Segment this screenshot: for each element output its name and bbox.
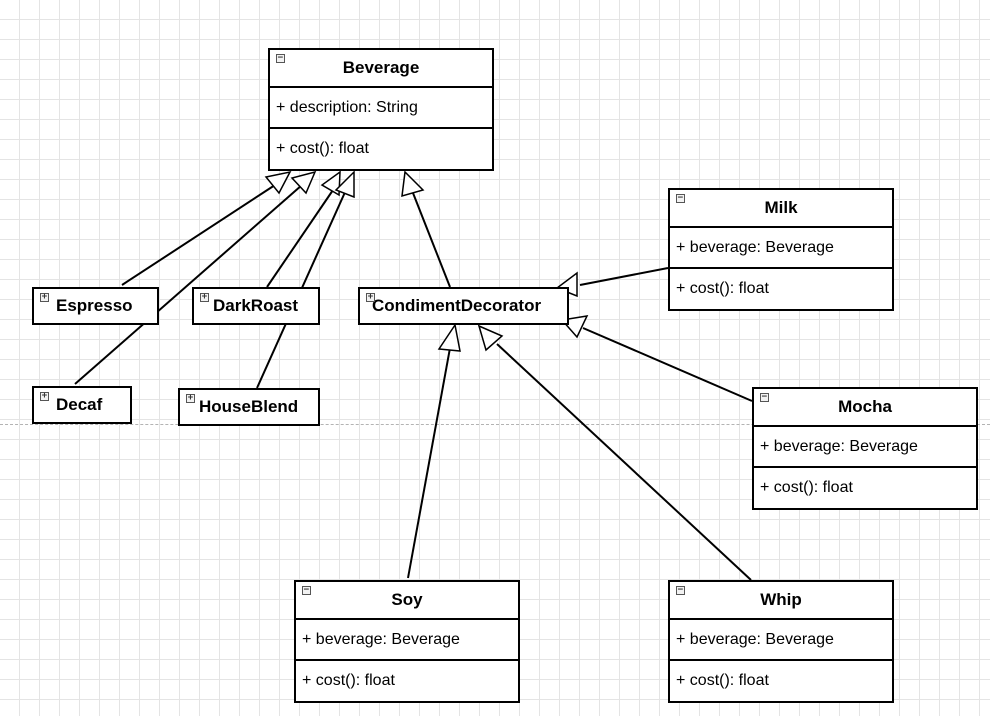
collapse-toggle-icon[interactable]: − bbox=[676, 585, 685, 595]
class-header[interactable]: − Mocha bbox=[754, 389, 976, 427]
generalization-darkroast[interactable] bbox=[266, 189, 334, 288]
collapse-toggle-icon[interactable]: − bbox=[760, 392, 769, 402]
inheritance-arrowhead bbox=[290, 170, 317, 195]
expand-toggle-icon[interactable]: + bbox=[366, 292, 375, 302]
attribute-row[interactable]: + beverage: Beverage bbox=[296, 620, 518, 661]
class-mocha[interactable]: − Mocha + beverage: Beverage + cost(): f… bbox=[752, 387, 978, 510]
generalization-milk[interactable] bbox=[579, 267, 669, 286]
class-name: Espresso bbox=[56, 296, 133, 315]
expand-toggle-icon[interactable]: + bbox=[40, 292, 49, 302]
attribute-row[interactable]: + description: String bbox=[270, 88, 492, 129]
class-header[interactable]: − Milk bbox=[670, 190, 892, 228]
class-beverage[interactable]: − Beverage + description: String + cost(… bbox=[268, 48, 494, 171]
class-header[interactable]: − Whip bbox=[670, 582, 892, 620]
inheritance-arrowhead bbox=[320, 170, 341, 197]
inheritance-arrowhead bbox=[437, 323, 461, 352]
class-milk[interactable]: − Milk + beverage: Beverage + cost(): fl… bbox=[668, 188, 894, 311]
method-row[interactable]: + cost(): float bbox=[276, 140, 369, 157]
expand-toggle-icon[interactable]: + bbox=[40, 391, 49, 401]
generalization-decaf[interactable] bbox=[74, 184, 303, 385]
class-condimentdecorator[interactable]: + CondimentDecorator bbox=[358, 287, 569, 325]
inheritance-arrowhead bbox=[334, 170, 355, 199]
generalization-mocha[interactable] bbox=[582, 327, 753, 402]
collapse-toggle-icon[interactable]: − bbox=[276, 53, 285, 63]
class-header[interactable]: − Soy bbox=[296, 582, 518, 620]
collapse-toggle-icon[interactable]: − bbox=[676, 193, 685, 203]
class-name: HouseBlend bbox=[199, 397, 299, 416]
class-soy[interactable]: − Soy + beverage: Beverage + cost(): flo… bbox=[294, 580, 520, 703]
class-name: Soy bbox=[391, 590, 423, 609]
method-row[interactable]: + cost(): float bbox=[302, 672, 395, 689]
inheritance-arrowhead bbox=[477, 324, 504, 352]
inheritance-arrowhead bbox=[264, 170, 292, 195]
method-row[interactable]: + cost(): float bbox=[676, 280, 769, 297]
class-houseblend[interactable]: + HouseBlend bbox=[178, 388, 320, 426]
class-name: DarkRoast bbox=[213, 296, 299, 315]
class-name: Decaf bbox=[56, 395, 103, 414]
generalization-condimentdecorator[interactable] bbox=[412, 192, 451, 288]
generalization-whip[interactable] bbox=[496, 343, 752, 581]
class-name: Beverage bbox=[342, 58, 420, 77]
generalization-espresso[interactable] bbox=[121, 184, 276, 286]
attribute-row[interactable]: + beverage: Beverage bbox=[670, 228, 892, 269]
class-name: Mocha bbox=[838, 397, 892, 416]
expand-toggle-icon[interactable]: + bbox=[186, 393, 195, 403]
inheritance-arrowhead bbox=[401, 170, 425, 198]
class-decaf[interactable]: + Decaf bbox=[32, 386, 132, 424]
generalization-soy[interactable] bbox=[407, 347, 451, 579]
class-espresso[interactable]: + Espresso bbox=[32, 287, 159, 325]
class-whip[interactable]: − Whip + beverage: Beverage + cost(): fl… bbox=[668, 580, 894, 703]
attribute-row[interactable]: + beverage: Beverage bbox=[754, 427, 976, 468]
attribute-row[interactable]: + beverage: Beverage bbox=[670, 620, 892, 661]
class-name: CondimentDecorator bbox=[372, 296, 542, 315]
class-name: Whip bbox=[760, 590, 802, 609]
collapse-toggle-icon[interactable]: − bbox=[302, 585, 311, 595]
class-header[interactable]: − Beverage bbox=[270, 50, 492, 88]
expand-toggle-icon[interactable]: + bbox=[200, 292, 209, 302]
method-row[interactable]: + cost(): float bbox=[676, 672, 769, 689]
class-name: Milk bbox=[764, 198, 798, 217]
class-darkroast[interactable]: + DarkRoast bbox=[192, 287, 320, 325]
method-row[interactable]: + cost(): float bbox=[760, 479, 853, 496]
page-break-line bbox=[0, 424, 990, 425]
